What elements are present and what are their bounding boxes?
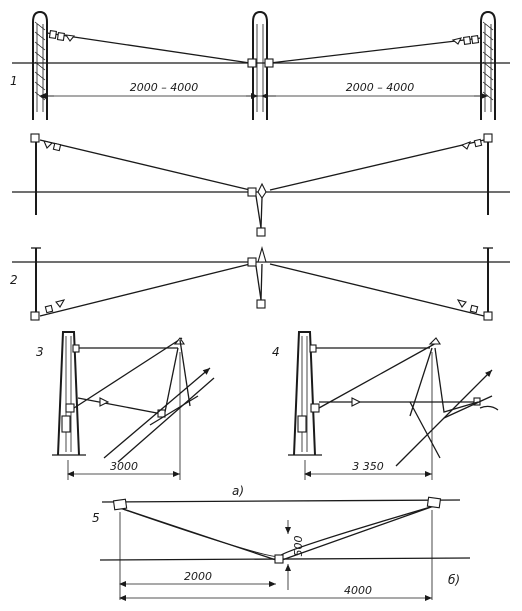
fixator — [77, 397, 163, 415]
dimension-line-fig3 — [67, 352, 181, 480]
wire-track-3 — [149, 395, 199, 426]
console-diagonal — [318, 341, 439, 409]
dim-fig3: 3000 — [110, 460, 138, 473]
stay-left — [39, 139, 251, 191]
messenger-wire — [119, 505, 435, 558]
stay-left — [46, 32, 251, 64]
figure-label-5: 5 — [92, 511, 100, 525]
pole-right — [480, 10, 496, 120]
insulator-string-right — [456, 299, 479, 314]
insulator-right — [426, 496, 442, 509]
clamp-center — [247, 58, 274, 68]
stay-right — [269, 263, 485, 317]
clamp — [274, 554, 284, 564]
insulator-string-right — [460, 138, 483, 150]
pole-left — [30, 247, 41, 321]
pole-right — [483, 247, 493, 321]
figure-1: 2000 – 4000 2000 – 4000 1 — [10, 10, 510, 120]
catenary-top — [101, 499, 461, 503]
insulator — [351, 397, 362, 407]
figure-4: 3 350 4 — [272, 331, 499, 480]
dimension-line-fig5 — [119, 510, 433, 601]
wire-track — [103, 367, 211, 459]
figure-label-4: 4 — [272, 345, 280, 359]
dim-fig4: 3 350 — [352, 460, 384, 473]
figure-label-1: 1 — [10, 74, 18, 88]
figure-1b — [12, 133, 510, 237]
figure-label-3: 3 — [36, 345, 44, 359]
figure-3: 3000 3 — [36, 331, 215, 480]
hanger — [164, 347, 179, 413]
insulator-string-left — [43, 140, 62, 152]
dimension-line-fig4 — [304, 352, 433, 480]
pole-left — [32, 10, 48, 120]
hanger-2 — [179, 339, 191, 407]
hanger-2 — [409, 347, 433, 417]
figure-label-2: 2 — [10, 273, 18, 287]
insulator-left — [112, 498, 128, 511]
stay-left — [119, 507, 277, 561]
insulator-string-left — [44, 299, 66, 314]
dim-fig1-right: 2000 – 4000 — [346, 81, 414, 94]
stay-left — [39, 263, 251, 317]
wire-track-2 — [409, 401, 441, 459]
console-diagonal — [73, 337, 183, 409]
insulator — [99, 397, 110, 407]
pendulum-weight — [247, 182, 267, 237]
hanger — [434, 347, 499, 413]
part-label-b: б) — [448, 573, 460, 587]
dim-fig5-sag: 500 — [292, 536, 305, 557]
pole — [288, 331, 322, 456]
pole — [52, 331, 86, 456]
insulator-string-right — [451, 34, 480, 45]
dim-fig1-left: 2000 – 4000 — [130, 81, 198, 94]
insulator-string-left — [48, 29, 76, 42]
dim-fig5-right: 4000 — [344, 584, 372, 597]
pendulum-weight — [247, 245, 267, 309]
figure-5: 500 2000 4000 5 б) — [92, 496, 471, 601]
part-label-a: а) — [232, 484, 244, 498]
dim-fig5-left: 2000 — [184, 570, 212, 583]
stay-right — [269, 139, 485, 191]
wire-track-3 — [443, 395, 493, 419]
figure-2: 2 — [10, 245, 510, 321]
wire-track-2 — [117, 377, 215, 463]
pole-left — [30, 133, 40, 215]
insulator-top — [428, 337, 442, 345]
stay-right — [281, 505, 435, 561]
pole-right — [483, 133, 493, 215]
stay-right — [269, 37, 482, 64]
